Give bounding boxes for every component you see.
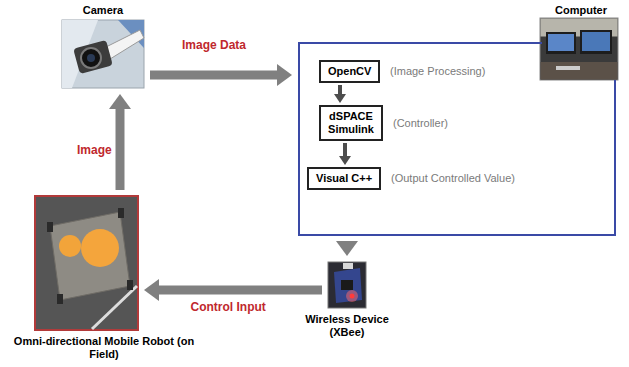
flow-arrow <box>109 94 131 190</box>
node-label: Omni-directional Mobile Robot (on Field) <box>4 335 204 361</box>
edge-label: Control Input <box>191 300 266 314</box>
node-label: Wireless Device (XBee) <box>292 313 402 339</box>
region-border-right <box>614 80 616 234</box>
flow-arrow <box>150 64 292 86</box>
robot-photo <box>35 196 138 330</box>
node-label: Visual C++ <box>316 172 372 185</box>
arrow-shaft <box>338 85 342 95</box>
xbee-photo <box>328 262 366 308</box>
robot-node: Omni-directional Mobile Robot (on Field) <box>35 196 138 330</box>
annotation-text: (Controller) <box>393 117 448 130</box>
annotation-text: (Image Processing) <box>390 65 485 78</box>
node-label: Camera <box>43 4 163 17</box>
process-box: dSPACE Simulink <box>319 105 383 141</box>
process-box: Visual C++ <box>307 167 381 190</box>
node-label: OpenCV <box>328 65 371 78</box>
node-label: dSPACE Simulink <box>328 110 374 136</box>
arrow-head <box>336 241 358 256</box>
node-label: Computer <box>542 4 620 17</box>
xbee-node: Wireless Device (XBee) <box>328 262 366 308</box>
arrow-shaft <box>116 108 125 191</box>
computer-region: ComputerOpenCVdSPACE SimulinkVisual C++(… <box>298 42 616 236</box>
process-box: OpenCV <box>319 60 380 83</box>
flow-arrow <box>144 279 322 301</box>
arrow-shaft <box>150 71 279 80</box>
flow-arrow <box>339 143 351 165</box>
edge-label: Image <box>77 143 112 157</box>
arrow-head <box>144 279 159 301</box>
arrow-head <box>339 156 351 165</box>
computer-photo <box>540 18 618 80</box>
arrow-head <box>277 64 292 86</box>
annotation-text: (Output Controlled Value) <box>391 172 515 185</box>
camera-photo <box>62 20 144 88</box>
flow-arrow <box>334 85 346 103</box>
camera-node: Camera <box>62 20 144 88</box>
flow-arrow <box>336 241 358 256</box>
arrow-head <box>334 94 346 103</box>
arrow-head <box>109 94 131 109</box>
region-border-top <box>298 42 542 44</box>
arrow-shaft <box>343 143 347 157</box>
arrow-shaft <box>158 286 323 295</box>
edge-label: Image Data <box>182 38 246 52</box>
